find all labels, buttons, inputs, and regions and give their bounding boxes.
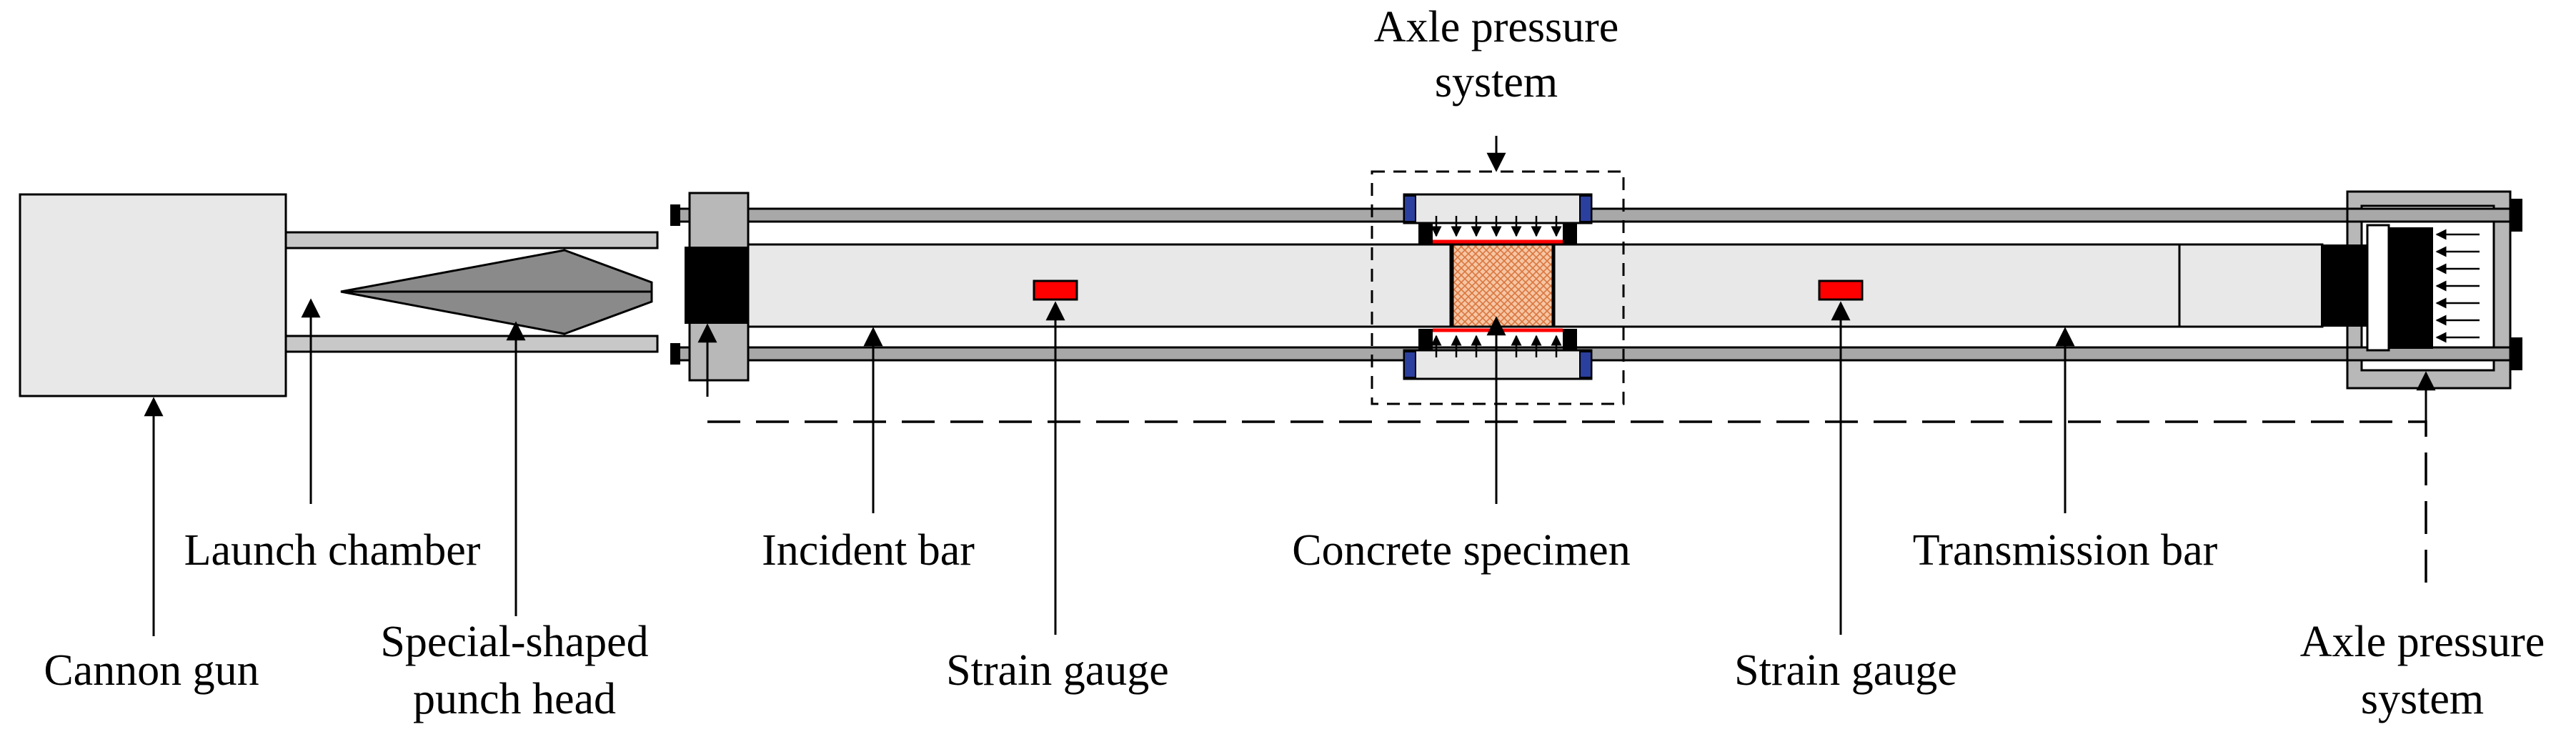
label-cannon-gun: Cannon gun	[44, 646, 259, 695]
label-transmission-bar: Transmission bar	[1913, 526, 2218, 575]
left-end-block	[685, 247, 749, 324]
label-launch-chamber: Launch chamber	[184, 526, 481, 575]
center-clamp-upper-frame	[1403, 193, 1593, 224]
center-clamp-lower-jaw-right	[1563, 329, 1577, 350]
center-clamp-lower-cap-left	[1403, 351, 1416, 378]
launch-chamber-tube-upper	[284, 231, 659, 249]
center-clamp-upper-cap-left	[1403, 195, 1416, 222]
concrete-specimen	[1451, 243, 1554, 328]
label-axle-pressure-top-line1: Axle pressure	[1374, 3, 1619, 51]
center-clamp-upper-jaw-left	[1418, 223, 1433, 244]
label-strain-gauge-right: Strain gauge	[1734, 646, 1957, 695]
label-punch-head-line2: punch head	[413, 675, 616, 723]
label-incident-bar: Incident bar	[762, 526, 975, 575]
center-clamp-lower-cap-right	[1579, 351, 1592, 378]
center-pressure-arrows-lower	[1431, 335, 1562, 357]
center-clamp-lower-jaw-left	[1418, 329, 1433, 350]
incident-bar	[747, 243, 1452, 328]
rod-nut-left-upper	[670, 204, 680, 226]
right-piston-head	[2389, 227, 2433, 349]
label-concrete-specimen: Concrete specimen	[1292, 526, 1630, 575]
center-pressure-arrows-upper	[1431, 216, 1562, 237]
tie-rod-upper	[677, 207, 2517, 223]
rod-nut-left-lower	[670, 343, 680, 365]
center-clamp-upper-jaw-right	[1563, 223, 1577, 244]
label-strain-gauge-left: Strain gauge	[946, 646, 1169, 695]
label-punch-head-line1: Special-shaped	[380, 618, 648, 666]
label-axle-pressure-right-line1: Axle pressure	[2300, 618, 2545, 666]
center-clamp-lower-frame	[1403, 349, 1593, 380]
rod-nut-right-lower	[2510, 337, 2522, 370]
leader-arrows	[144, 136, 2436, 636]
center-clamp-upper-cap-right	[1579, 195, 1592, 222]
right-pressure-arrows	[2435, 229, 2480, 343]
right-piston	[2366, 224, 2390, 352]
transmission-bar-end-piece	[2178, 243, 2324, 328]
tie-rod-lower	[677, 346, 2517, 362]
cannon-gun-body	[19, 193, 287, 397]
axle-pressure-system-boundary	[1371, 170, 1625, 405]
rod-nut-right-upper	[2510, 199, 2522, 232]
right-axle-rod-upper	[2346, 207, 2512, 223]
launch-chamber-tube-lower	[284, 335, 659, 353]
label-axle-pressure-right-line2: system	[2361, 675, 2484, 723]
strain-gauge-right-mark	[1818, 279, 1864, 301]
label-axle-pressure-top-line2: system	[1435, 58, 1558, 107]
strain-gauge-left-mark	[1033, 279, 1078, 301]
right-piston-block	[2321, 244, 2367, 327]
